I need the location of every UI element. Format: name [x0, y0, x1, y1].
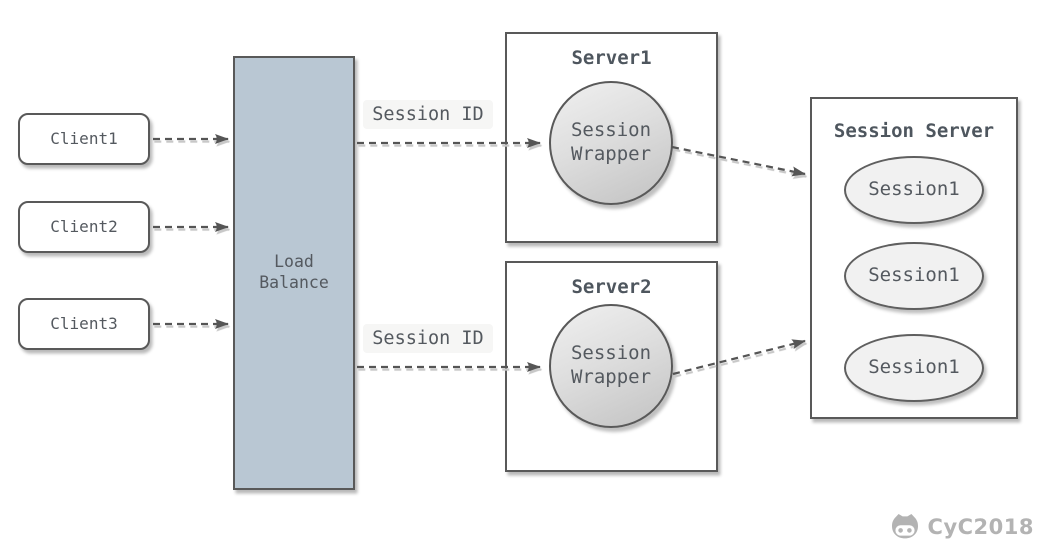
server2-wrapper-label-line1: Session — [570, 342, 652, 365]
server1-title: Server1 — [571, 47, 652, 69]
server2-wrapper-label-line2: Wrapper — [570, 366, 652, 388]
watermark: CyC2018 — [889, 513, 1034, 540]
session3-ellipse: Session1 — [844, 334, 984, 402]
server1-node: Server1 Session Wrapper — [505, 32, 718, 243]
octocat-icon — [891, 514, 918, 539]
server2-title: Server2 — [571, 276, 652, 298]
client1-node: Client1 — [18, 113, 150, 165]
session1-ellipse: Session1 — [844, 156, 984, 224]
session-id-label-1: Session ID — [372, 103, 484, 125]
session2-label: Session1 — [868, 264, 960, 287]
watermark-text: CyC2018 — [927, 514, 1034, 539]
client2-label: Client2 — [50, 217, 118, 236]
session-id-tag-1: Session ID — [363, 100, 493, 129]
client2-node: Client2 — [18, 201, 150, 253]
client1-label: Client1 — [50, 129, 118, 148]
load-balance-node: Load Balance — [233, 56, 355, 490]
session-server-node: Session Server Session1 Session1 Session… — [810, 97, 1018, 419]
server1-session-wrapper-circle: Session Wrapper — [549, 81, 673, 205]
session-id-tag-2: Session ID — [363, 324, 493, 353]
server2-node: Server2 Session Wrapper — [505, 261, 718, 472]
session-id-label-2: Session ID — [372, 327, 484, 349]
session3-label: Session1 — [868, 356, 960, 379]
server2-session-wrapper-circle: Session Wrapper — [549, 304, 673, 428]
server1-wrapper-label-line2: Wrapper — [570, 143, 652, 165]
load-balance-label-line1: Load — [274, 252, 314, 272]
session2-ellipse: Session1 — [844, 242, 984, 310]
load-balance-label-line2: Balance — [259, 273, 329, 292]
client3-label: Client3 — [50, 314, 118, 333]
server1-wrapper-label-line1: Session — [570, 119, 652, 142]
session1-label: Session1 — [868, 178, 960, 201]
client3-node: Client3 — [18, 298, 150, 350]
session-server-title: Session Server — [833, 120, 995, 142]
